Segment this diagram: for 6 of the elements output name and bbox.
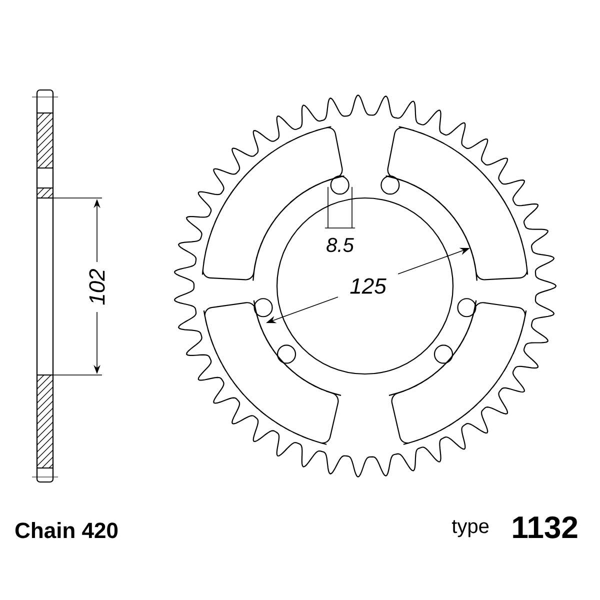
type-number: 1132	[513, 516, 578, 538]
dimension-label: 125	[350, 278, 386, 294]
dimension-label: 8.5	[326, 238, 354, 252]
chain-label: Chain 420	[15, 522, 118, 538]
type-label: type	[452, 520, 489, 538]
dimension-label: 102	[89, 268, 105, 305]
